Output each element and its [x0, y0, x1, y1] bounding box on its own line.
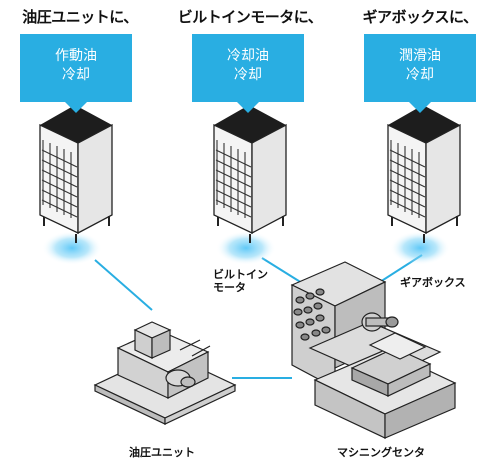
heading-builtin-motor: ビルトインモータに、: [177, 8, 323, 26]
callout-line2: 冷却: [62, 67, 90, 83]
label-machining-center: マシニングセンタ: [337, 446, 425, 459]
oil-cooler-2: [213, 105, 287, 265]
callout-line2: 冷却: [234, 67, 262, 83]
callout-line1: 冷却油: [227, 48, 269, 64]
heading-hydraulic-unit: 油圧ユニットに、: [22, 8, 138, 26]
label-builtin-motor: ビルトイン モータ: [213, 268, 268, 294]
label-hydraulic-unit: 油圧ユニット: [129, 446, 195, 459]
label-builtin-motor-line1: ビルトイン: [213, 268, 268, 281]
connector-hydraulic: [94, 259, 153, 311]
label-gearbox: ギアボックス: [400, 276, 466, 289]
connector-motor: [261, 257, 303, 284]
machining-center-illustration: [290, 261, 457, 439]
callout-lubricating-oil: 潤滑油 冷却: [364, 34, 476, 113]
oil-cooler-3: [387, 105, 461, 265]
callout-line1: 作動油: [55, 48, 97, 64]
callout-hydraulic-oil: 作動油 冷却: [20, 34, 132, 113]
hydraulic-unit-illustration: [93, 321, 237, 425]
callout-coolant-oil: 冷却油 冷却: [192, 34, 304, 113]
callout-line2: 冷却: [406, 67, 434, 83]
callout-line1: 潤滑油: [399, 48, 441, 64]
label-builtin-motor-line2: モータ: [213, 281, 246, 294]
heading-gearbox: ギアボックスに、: [362, 8, 478, 26]
oil-cooler-1: [39, 105, 113, 265]
